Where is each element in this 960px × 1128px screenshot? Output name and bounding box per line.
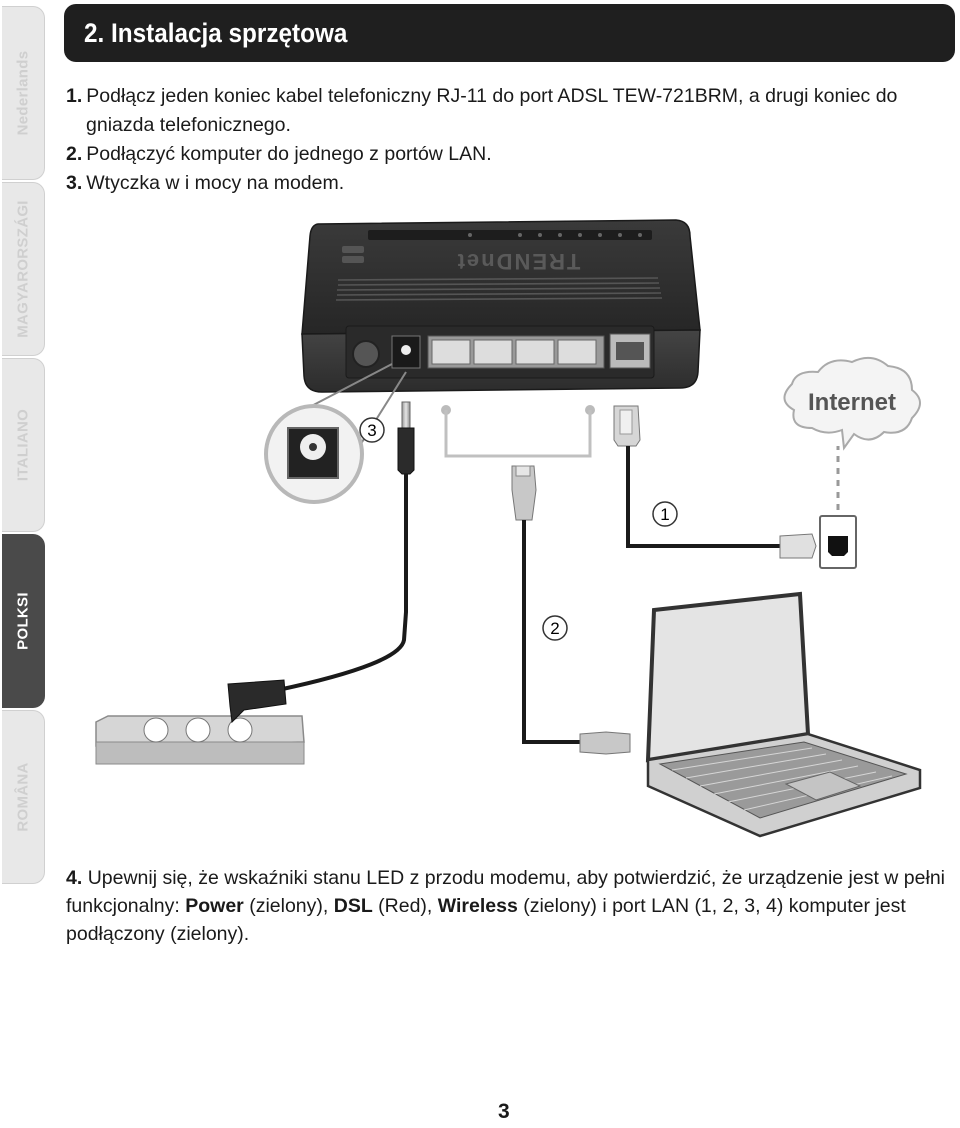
tab-nederlands[interactable]: Nederlands bbox=[2, 6, 45, 180]
step-text: Upewnij się, że wskaźniki stanu LED z pr… bbox=[66, 867, 946, 917]
power-label: Power bbox=[185, 895, 244, 917]
wifi-button bbox=[342, 256, 364, 263]
step-number: 2. bbox=[66, 143, 83, 165]
internet-cloud-icon: Internet bbox=[783, 356, 921, 451]
callout-3 bbox=[359, 417, 385, 443]
step-text: (Red), bbox=[372, 895, 438, 917]
step-2: 2.Podłączyć komputer do jednego z portów… bbox=[66, 140, 946, 169]
led-indicators bbox=[468, 233, 642, 237]
step-text: gniazda telefonicznego. bbox=[86, 114, 291, 136]
callout-1-label: 1 bbox=[660, 505, 669, 524]
tab-magyarorszagi[interactable]: MAGYARORSZÁGI bbox=[2, 182, 45, 356]
page-number: 3 bbox=[498, 1100, 510, 1123]
tab-italiano[interactable]: ITALIANO bbox=[2, 358, 45, 532]
wall-phone-jack bbox=[819, 515, 857, 569]
wps-button bbox=[342, 246, 364, 253]
led-strip bbox=[368, 230, 652, 240]
step-1-continued: gniazda telefonicznego. bbox=[66, 111, 946, 140]
lan-cable bbox=[441, 405, 631, 755]
power-adapter bbox=[227, 679, 287, 724]
callout-2-label: 2 bbox=[550, 619, 559, 638]
callout-2 bbox=[542, 615, 568, 641]
power-strip bbox=[95, 679, 305, 765]
callout-1 bbox=[652, 501, 678, 527]
step-3: 3.Wtyczka w i mocy na modem. bbox=[66, 169, 946, 198]
step-text: Podłączyć komputer do jednego z portów L… bbox=[86, 143, 492, 165]
dsl-label: DSL bbox=[333, 895, 373, 917]
router: TRENDnet bbox=[301, 219, 701, 393]
power-cable bbox=[277, 401, 415, 692]
router-logo: TRENDnet bbox=[456, 249, 581, 274]
connection-diagram: TRENDnet 3 bbox=[95, 219, 922, 838]
power-jack-zoom bbox=[264, 363, 407, 504]
router-vents bbox=[335, 277, 663, 301]
tab-polksi[interactable]: POLKSI bbox=[2, 534, 45, 708]
power-jack bbox=[391, 335, 421, 369]
step-text: (zielony), bbox=[243, 895, 334, 917]
step-number: 4. bbox=[66, 867, 83, 889]
step-number: 3. bbox=[66, 172, 83, 194]
lan-port-2 bbox=[473, 339, 513, 365]
internet-label: Internet bbox=[808, 389, 896, 416]
laptop bbox=[645, 591, 922, 838]
phone-cable bbox=[613, 405, 817, 559]
section-title: 2. Instalacja sprzętowa bbox=[84, 18, 348, 48]
step-text: (zielony) i port LAN (1, 2, 3, 4) komput… bbox=[66, 895, 906, 945]
power-switch bbox=[352, 340, 380, 368]
step-1: 1.Podłącz jeden koniec kabel telefoniczn… bbox=[66, 82, 946, 111]
callout-3-label: 3 bbox=[367, 421, 376, 440]
step-4: 4. Upewnij się, że wskaźniki stanu LED z… bbox=[66, 864, 954, 948]
lan-port-3 bbox=[515, 339, 555, 365]
lan-port-4 bbox=[557, 339, 597, 365]
lan-port-1 bbox=[431, 339, 471, 365]
instruction-steps: 1.Podłącz jeden koniec kabel telefoniczn… bbox=[66, 82, 946, 198]
step-text: Podłącz jeden koniec kabel telefoniczny … bbox=[86, 85, 898, 107]
tab-romana[interactable]: ROMÂNA bbox=[2, 710, 45, 884]
language-tabs: Nederlands MAGYARORSZÁGI ITALIANO POLKSI… bbox=[0, 0, 46, 890]
wireless-label: Wireless bbox=[437, 895, 518, 917]
section-header: 2. Instalacja sprzętowa bbox=[64, 4, 955, 62]
step-text: Wtyczka w i mocy na modem. bbox=[86, 172, 345, 194]
step-number: 1. bbox=[66, 85, 83, 107]
